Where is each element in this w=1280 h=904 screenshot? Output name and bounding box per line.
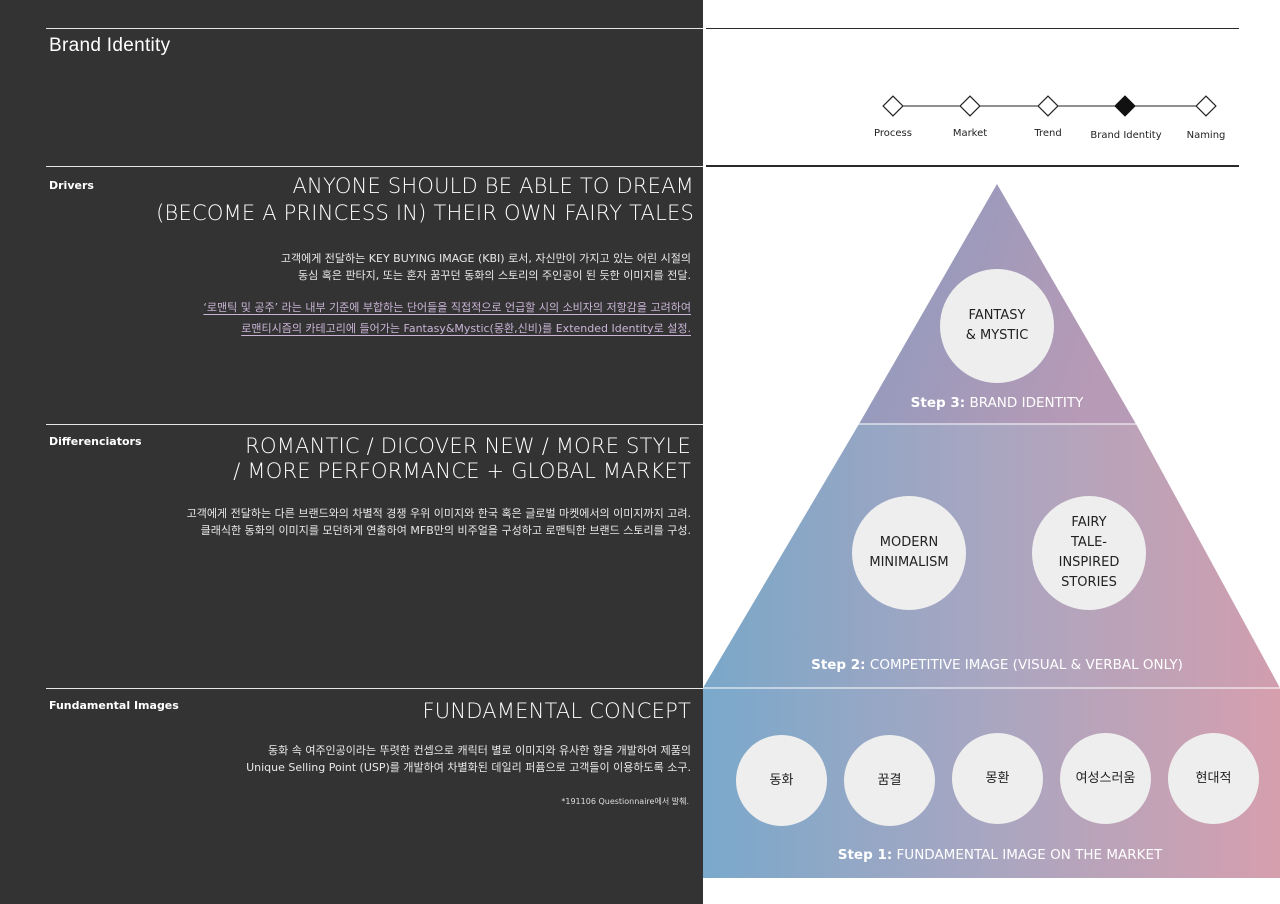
headline-line: (BECOME A PRINCESS IN) THEIR OWN FAIRY T… [156,201,694,225]
step1-label: Step 1: FUNDAMENTAL IMAGE ON THE MARKET [838,847,1163,863]
top-rule [706,28,1239,29]
divider [46,688,703,689]
step-text: BRAND IDENTITY [969,395,1084,411]
body-line: 클래식한 동화의 이미지를 모던하게 연출하여 MFB만의 비주얼을 구성하고 … [200,524,691,537]
circle-fantasy-mystic: FANTASY & MYSTIC [940,269,1054,383]
fundamental-body: 동화 속 여주인공이라는 뚜렷한 컨셉으로 캐릭터 별로 이미지와 유사한 향을… [246,742,691,776]
nav-rule [706,165,1239,167]
nav-node-trend-icon[interactable] [1037,95,1059,117]
body-line: 동화 속 여주인공이라는 뚜렷한 컨셉으로 캐릭터 별로 이미지와 유사한 향을… [267,744,691,757]
circle-text: 여성스러움 [1075,770,1136,786]
differenciators-body: 고객에게 전달하는 다른 브랜드와의 차별적 경쟁 우위 이미지와 한국 혹은 … [187,505,691,539]
circle-text: 동화 [769,772,794,788]
step-text: FUNDAMENTAL IMAGE ON THE MARKET [896,847,1163,863]
circle-text: 몽환 [985,770,1010,786]
circle-text: FAIRY [1071,515,1107,530]
nav-label-market[interactable]: Market [952,128,988,139]
step-prefix: Step 2: [811,657,866,673]
step-text: COMPETITIVE IMAGE (VISUAL & VERBAL ONLY) [869,657,1183,673]
headline-line: ANYONE SHOULD BE ABLE TO DREAM [292,174,694,198]
divider [46,424,703,425]
highlight-line: 로맨티시즘의 카테고리에 들어가는 Fantasy&Mystic(몽환,신비)를… [241,322,691,335]
nav-node-market-icon[interactable] [959,95,981,117]
step2-label: Step 2: COMPETITIVE IMAGE (VISUAL & VERB… [811,657,1183,673]
fundamental-label: Fundamental Images [49,699,179,712]
circle-fairytale-kr: 동화 [736,735,827,826]
nav-node-brand-identity-icon[interactable] [1114,95,1136,117]
pyramid-tier-2 [703,424,1280,688]
circle-fairy-tale: FAIRY TALE- INSPIRED STORIES [1032,496,1146,610]
progress-nav [882,95,1217,117]
differenciators-headline: ROMANTIC / DICOVER NEW / MORE STYLE / MO… [233,434,691,484]
drivers-highlight: ‘로맨틱 및 공주’ 라는 내부 기준에 부합하는 단어들을 직접적으로 언급할… [203,297,691,339]
circle-text: INSPIRED [1058,555,1120,570]
step-prefix: Step 3: [910,395,966,411]
nav-node-process-icon[interactable] [882,95,904,117]
page-title: Brand Identity [49,35,171,56]
step-prefix: Step 1: [837,847,893,863]
circle-text: & MYSTIC [965,328,1029,343]
circle-feminine-kr: 여성스러움 [1060,733,1151,824]
nav-label-trend[interactable]: Trend [1034,128,1062,139]
headline-line: / MORE PERFORMANCE + GLOBAL MARKET [233,459,691,483]
step3-label: Step 3: BRAND IDENTITY [911,395,1084,411]
body-line: 동심 혹은 판타지, 또는 혼자 꿈꾸던 동화의 스토리의 주인공이 된 듯한 … [297,269,691,282]
divider [46,28,703,29]
drivers-body: 고객에게 전달하는 KEY BUYING IMAGE (KBI) 로서, 자신만… [281,250,691,284]
body-line: 고객에게 전달하는 다른 브랜드와의 차별적 경쟁 우위 이미지와 한국 혹은 … [186,507,691,520]
headline-line: FUNDAMENTAL CONCEPT [422,699,691,723]
circle-text: MODERN [879,535,939,550]
circle-text: STORIES [1061,575,1117,590]
divider [46,166,703,167]
circle-text: FANTASY [968,308,1026,323]
nav-label-process[interactable]: Process [874,128,912,139]
nav-label-brand-identity[interactable]: Brand Identity [1090,130,1162,141]
highlight-line: ‘로맨틱 및 공주’ 라는 내부 기준에 부합하는 단어들을 직접적으로 언급할… [203,301,691,314]
headline-line: ROMANTIC / DICOVER NEW / MORE STYLE [245,434,691,458]
circle-text: 현대적 [1195,770,1232,786]
circle-modern-kr: 현대적 [1168,733,1259,824]
footnote: *191106 Questionnaire에서 발췌. [561,797,689,806]
drivers-label: Drivers [49,179,94,192]
body-line: Unique Selling Point (USP)를 개발하여 차별화된 데일… [246,761,691,774]
drivers-headline: ANYONE SHOULD BE ABLE TO DREAM (BECOME A… [156,173,694,227]
circle-dream-kr: 꿈결 [844,735,935,826]
left-panel: Brand Identity Drivers ANYONE SHOULD BE … [0,0,703,904]
circle-modern-minimalism: MODERN MINIMALISM [852,496,966,610]
circle-text: TALE- [1071,535,1107,550]
circle-text: MINIMALISM [869,555,949,570]
differenciators-label: Differenciators [49,435,142,448]
nav-label-naming[interactable]: Naming [1186,130,1226,141]
nav-node-naming-icon[interactable] [1195,95,1217,117]
body-line: 고객에게 전달하는 KEY BUYING IMAGE (KBI) 로서, 자신만… [280,252,691,265]
circle-text: 꿈결 [877,772,902,788]
fundamental-headline: FUNDAMENTAL CONCEPT [423,698,691,725]
circle-fantasy-kr: 몽환 [952,733,1043,824]
